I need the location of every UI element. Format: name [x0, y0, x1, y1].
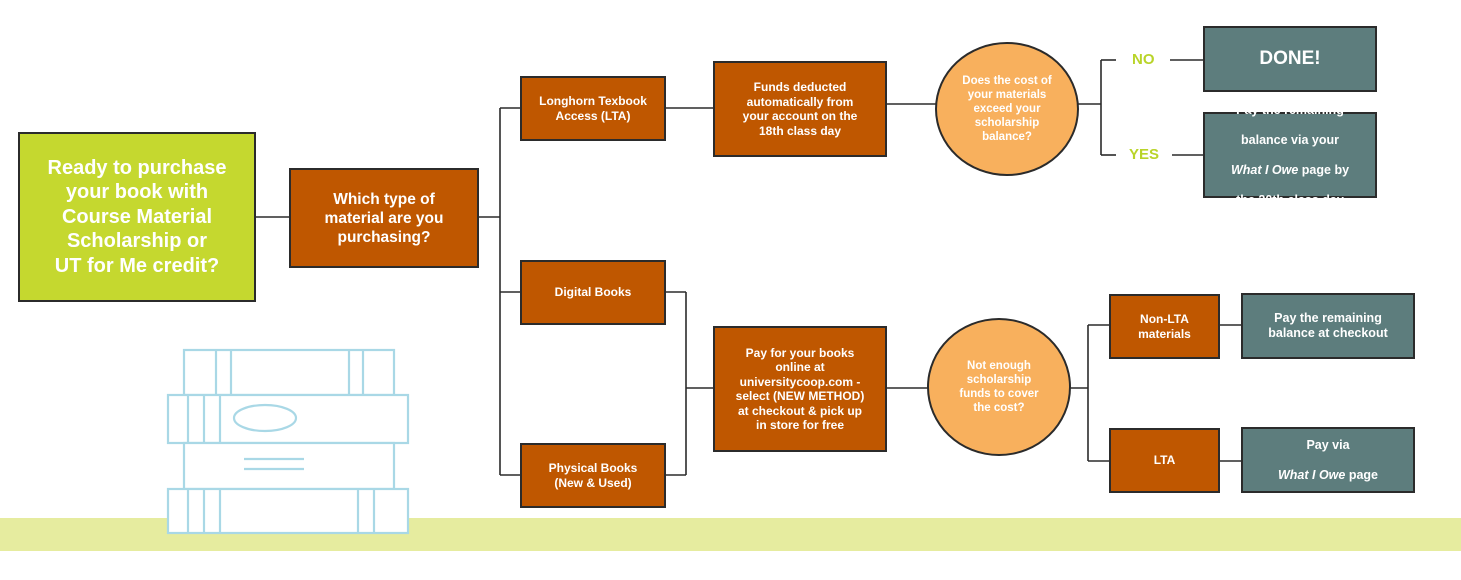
pay-via-owe-line2-rest: page [1345, 467, 1379, 482]
pay-remaining-owe-line3-rest: page by [1298, 162, 1350, 177]
physical-books-text: Physical Books (New & Used) [548, 461, 638, 490]
start-box: Ready to purchase your book with Course … [18, 132, 256, 302]
pay-remaining-owe-line1: Pay the remaining [1236, 102, 1344, 117]
pay-remaining-owe-line3: What I Owe page by [1231, 163, 1349, 178]
non-lta-box: Non-LTA materials [1109, 294, 1220, 359]
book-top [182, 348, 396, 397]
book-label-oval [232, 403, 298, 433]
what-i-owe-italic: What I Owe [1230, 162, 1299, 177]
pay-via-owe-line2: What I Owe page [1278, 468, 1378, 483]
material-type-question-box: Which type of material are you purchasin… [289, 168, 479, 268]
stack-of-books-icon [166, 348, 410, 535]
no-label: NO [1128, 51, 1159, 68]
pay-remaining-owe-box: Pay the remaining balance via your What … [1203, 103, 1377, 207]
yes-label: YES [1125, 146, 1164, 163]
pay-remaining-owe-line2: balance via your [1241, 132, 1339, 147]
start-text: Ready to purchase your book with Course … [47, 156, 227, 277]
pay-online-box: Pay for your books online at universityc… [713, 326, 887, 452]
pay-remaining-owe-line4: the 20th class day [1236, 192, 1344, 207]
done-box: DONE! [1203, 26, 1377, 92]
lta-small-box: LTA [1109, 428, 1220, 493]
not-enough-funds-question-text: Not enough scholarship funds to cover th… [959, 360, 1039, 414]
cost-exceed-question-text: Does the cost of your materials exceed y… [962, 75, 1052, 143]
digital-books-text: Digital Books [554, 285, 632, 300]
digital-books-box: Digital Books [520, 260, 666, 325]
lta-text: Longhorn Texbook Access (LTA) [539, 94, 647, 123]
pay-online-text: Pay for your books online at universityc… [735, 345, 865, 433]
material-type-question-text: Which type of material are you purchasin… [324, 190, 444, 246]
non-lta-text: Non-LTA materials [1138, 312, 1191, 341]
funds-deducted-box: Funds deducted automatically from your a… [713, 61, 887, 157]
pay-checkout-box: Pay the remaining balance at checkout [1241, 293, 1415, 359]
done-text: DONE! [1259, 48, 1321, 69]
pay-via-owe-text: Pay via What I Owe page [1278, 423, 1378, 498]
cost-exceed-question-circle: Does the cost of your materials exceed y… [935, 42, 1079, 176]
book-third [182, 441, 396, 491]
book-bottom [166, 487, 410, 535]
pay-via-owe-box: Pay via What I Owe page [1241, 427, 1415, 493]
what-i-owe-italic-2: What I Owe [1277, 467, 1346, 482]
lta-small-text: LTA [1153, 453, 1176, 468]
physical-books-box: Physical Books (New & Used) [520, 443, 666, 508]
funds-deducted-text: Funds deducted automatically from your a… [742, 80, 858, 138]
pay-remaining-owe-text: Pay the remaining balance via your What … [1231, 88, 1349, 223]
not-enough-funds-question-circle: Not enough scholarship funds to cover th… [927, 318, 1071, 456]
lta-box: Longhorn Texbook Access (LTA) [520, 76, 666, 141]
pay-via-owe-line1: Pay via [1306, 437, 1350, 452]
pay-checkout-text: Pay the remaining balance at checkout [1268, 311, 1388, 340]
